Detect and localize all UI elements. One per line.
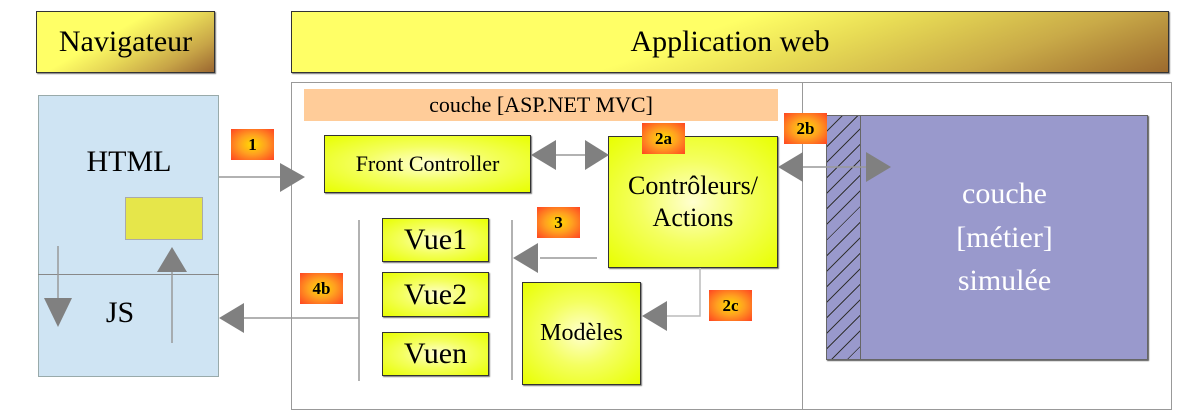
business-interface-hatch (826, 115, 861, 360)
view-box-n: Vuen (382, 332, 489, 376)
browser-header: Navigateur (36, 11, 215, 73)
browser-divider (38, 274, 219, 275)
step-badge-1: 1 (231, 129, 274, 160)
controllers-box: Contrôleurs/ Actions (608, 136, 778, 268)
step-badge-2c: 2c (709, 290, 752, 321)
business-layer-box: couche [métier] simulée (826, 115, 1148, 360)
step-badge-2a: 2a (642, 123, 685, 154)
business-frame (802, 82, 1172, 410)
business-label-line2: [métier] (956, 220, 1053, 254)
mvc-layer-label: couche [ASP.NET MVC] (304, 89, 778, 121)
business-label-line3: simulée (957, 264, 1052, 298)
business-label-line1: couche (962, 177, 1047, 211)
application-header: Application web (291, 11, 1169, 73)
front-controller-box: Front Controller (324, 135, 531, 193)
arrow-4b-head (219, 303, 244, 333)
dom-element (125, 197, 203, 240)
view-box-1: Vue1 (382, 218, 489, 262)
js-label: JS (105, 296, 135, 329)
view-box-2: Vue2 (382, 272, 489, 317)
models-box: Modèles (522, 282, 641, 385)
controllers-label-line2: Actions (652, 203, 734, 232)
step-badge-4b: 4b (300, 273, 343, 304)
controllers-label-line1: Contrôleurs/ (628, 170, 758, 200)
html-label: HTML (86, 145, 172, 178)
step-badge-3: 3 (537, 207, 580, 238)
step-badge-2b: 2b (784, 113, 827, 144)
